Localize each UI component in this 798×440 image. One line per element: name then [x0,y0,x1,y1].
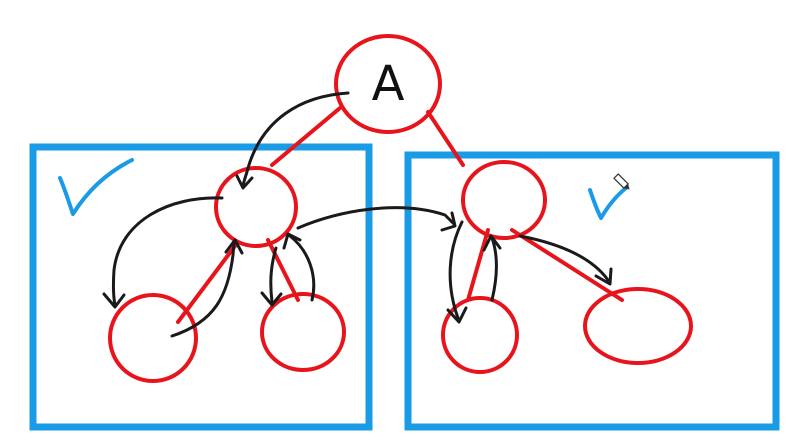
arrow-left-to-leftleaf-head [102,292,126,309]
node-left-right-leaf [260,292,346,372]
arrow-leftleaf-back [170,240,236,338]
arrow-rightleaf-back-head [282,232,302,250]
arrow-rightleaf-back [288,234,316,302]
node-root [334,34,442,134]
pen-cursor-icon [613,173,630,190]
edge-left-leftleaf [176,240,240,324]
arrow-left-to-rightleaf [269,246,278,304]
node-right-left-leaf [441,296,519,374]
node-left-left-leaf [108,293,198,383]
arrow-left-to-right-head [440,211,457,232]
arrow-left-to-leftleaf [111,196,224,307]
node-right-child [461,160,547,240]
arrow-left-to-right [296,206,456,230]
arrow-right-to-rightleaf [518,234,610,282]
edge-root-right [426,110,465,167]
node-left-child [214,166,298,248]
right-subtree-box [404,151,780,431]
check-mark-icon [58,158,134,216]
node-right-right-leaf [583,287,693,365]
root-label: A [372,56,405,112]
edge-right-rightleaf [510,228,624,302]
arrow-left-to-rightleaf-head [260,291,283,307]
arrow-right-to-leftleaf [448,220,464,320]
edge-left-rightleaf [266,238,300,302]
arrow-root-to-left [241,91,350,188]
arrow-root-to-left-head [235,174,254,190]
edge-root-left [270,106,342,167]
arrow-rightleaf-up-head [482,234,502,252]
edge-right-leftleaf [466,228,490,302]
arrow-right-to-leftleaf-head [446,306,468,324]
arrow-right-to-rightleaf-head [594,267,613,286]
arrow-rightleaf-up [490,236,498,302]
arrow-leftleaf-back-head [224,238,244,255]
left-subtree-box [29,143,373,431]
check-mark-icon [588,186,628,220]
